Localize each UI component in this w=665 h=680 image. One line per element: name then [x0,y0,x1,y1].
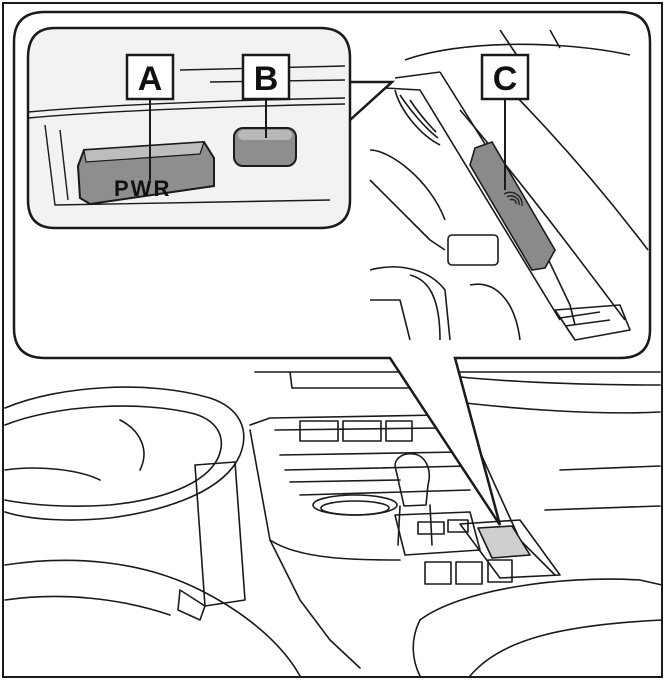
callout-c: C [480,53,530,190]
wireless-charging-icon [503,191,523,207]
callout-a-letter: A [138,60,163,98]
inset-pointer [349,80,396,121]
interior-scene [4,371,663,677]
callout-a: A [125,53,175,180]
button-inset-panel [26,26,352,230]
console-closeup [369,29,649,341]
steering-wheel-outer [4,386,245,521]
steering-wheel-inner [4,405,223,507]
callout-c-letter: C [493,60,518,98]
power-switch-label: PWR [114,176,171,201]
power-switch[interactable]: PWR [76,140,215,206]
callout-b: B [241,53,291,138]
callout-b-letter: B [254,60,279,98]
wireless-charger-pad [469,141,556,271]
